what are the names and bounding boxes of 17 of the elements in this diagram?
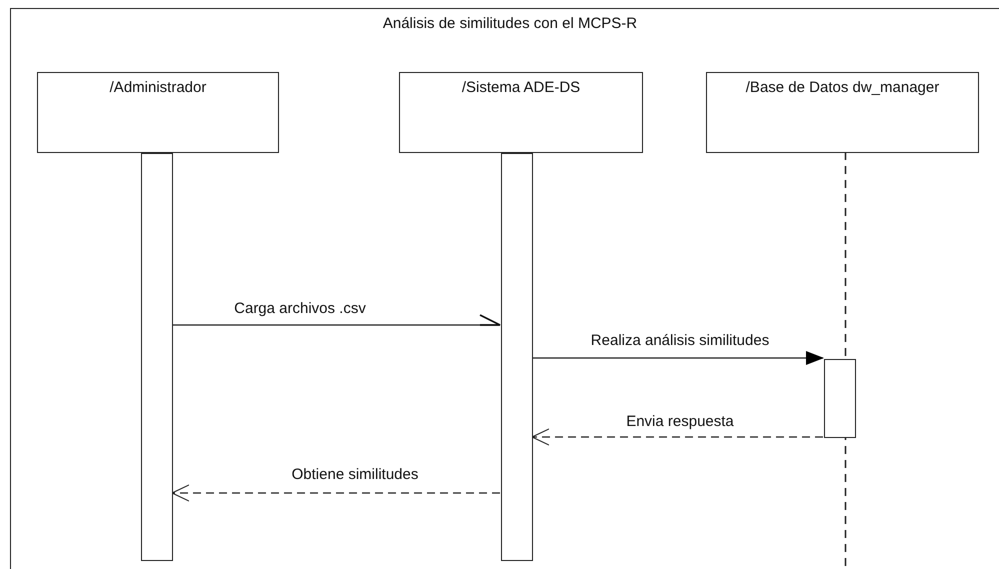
lifeline-name: /Sistema ADE-DS: [460, 79, 582, 96]
activation-bar: [824, 359, 856, 438]
lifeline-head-box: [37, 72, 279, 153]
message-label: Carga archivos .csv: [232, 300, 368, 317]
message-arrow: [532, 351, 824, 365]
message-label: Envia respuesta: [624, 413, 736, 430]
diagram-frame: [10, 8, 999, 569]
activation-bar: [501, 153, 533, 561]
lifeline-head-box: [399, 72, 643, 153]
lifeline-name: /Base de Datos dw_manager: [744, 79, 940, 96]
return-message-arrow: [172, 484, 500, 502]
lifeline-name: /Administrador: [108, 79, 208, 96]
activation-bar: [141, 153, 173, 561]
message-arrow: [172, 314, 501, 326]
lifeline-head-box: [706, 72, 979, 153]
return-message-arrow: [532, 428, 823, 446]
frame-label: Análisis de similitudes con el MCPS-R: [382, 15, 638, 32]
